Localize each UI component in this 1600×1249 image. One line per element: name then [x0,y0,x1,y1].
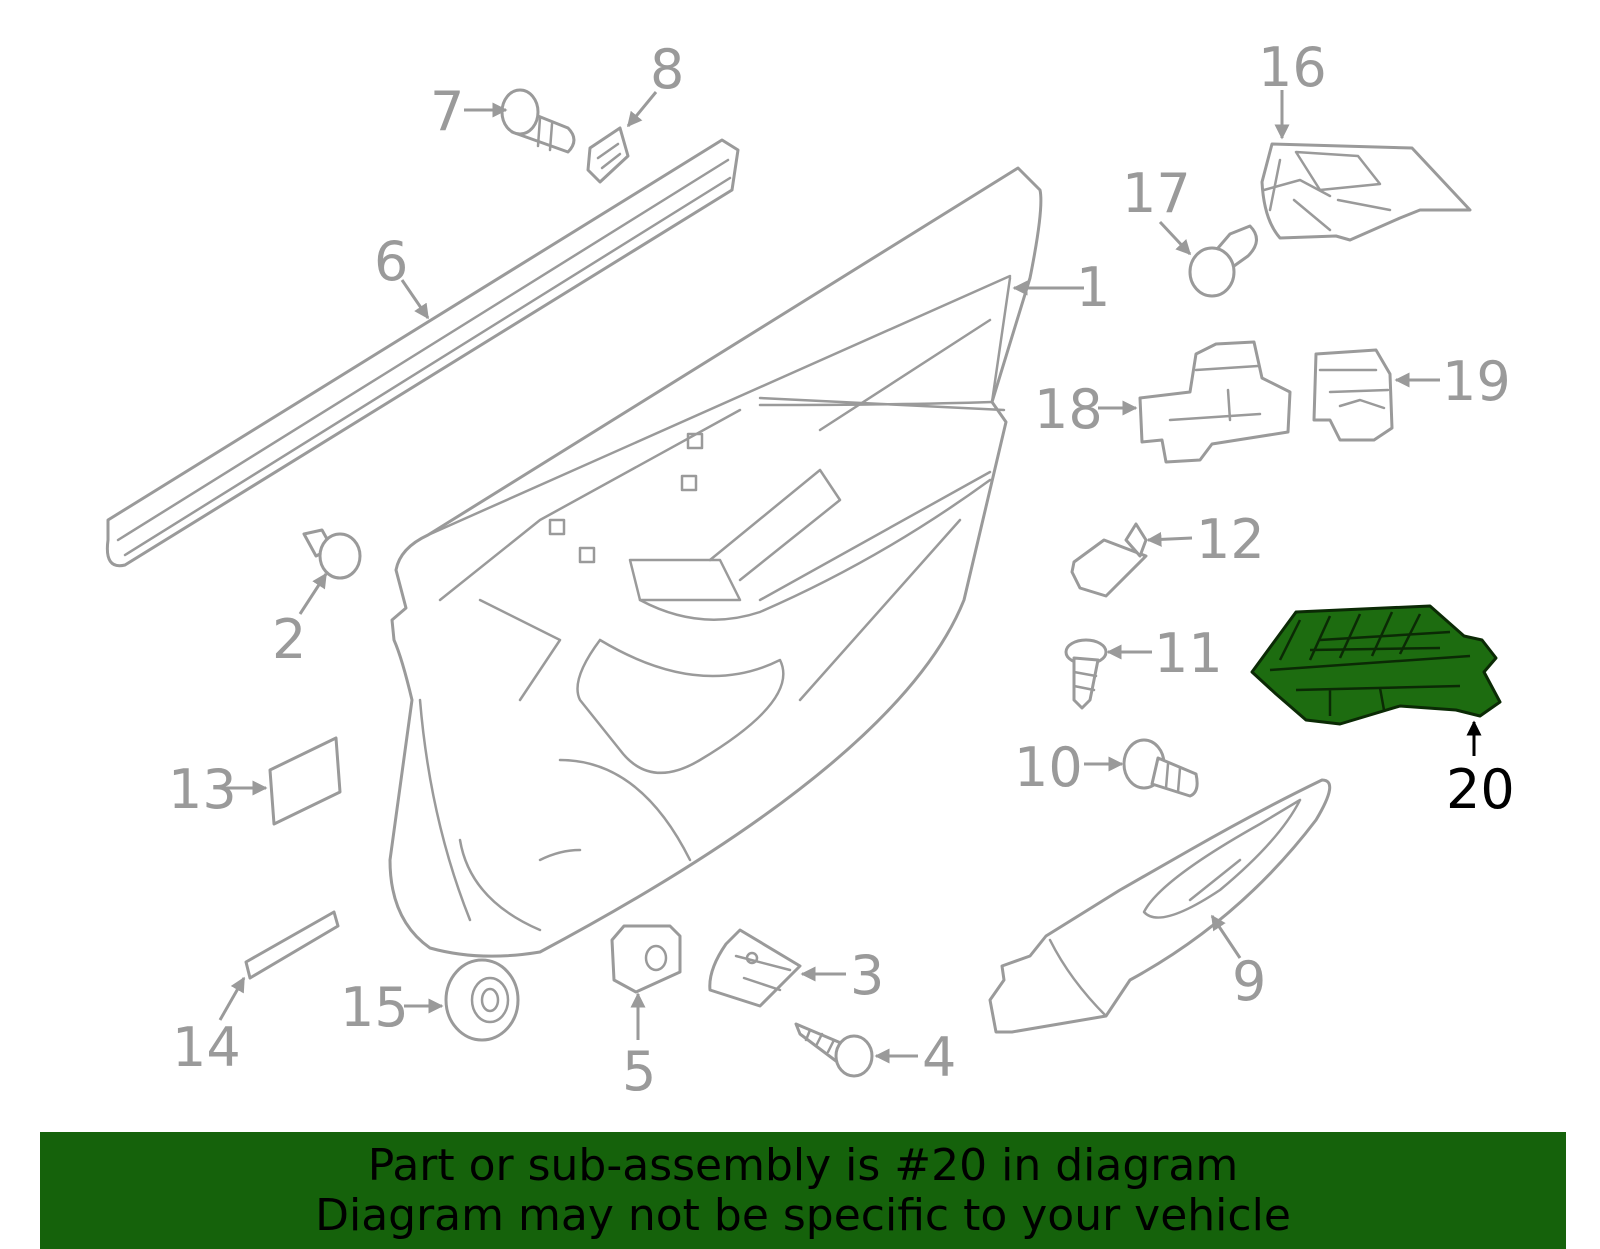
part-20-switch-assembly-highlighted [1250,604,1502,726]
banner-line-1: Part or sub-assembly is #20 in diagram [367,1139,1239,1191]
part-16-switch-bezel [1260,142,1472,242]
part-13-pad [268,736,342,826]
part-12-connector [1070,522,1148,598]
callout-19: 19 [1442,350,1511,413]
callout-17: 17 [1122,162,1191,225]
part-2-push-clip [302,528,362,580]
part-3-bracket [708,928,802,1008]
callout-16: 16 [1258,36,1327,99]
callout-4: 4 [922,1026,956,1089]
callout-10: 10 [1014,736,1083,799]
part-6-belt-molding [105,138,740,568]
part-5-retainer [610,924,682,994]
part-15-grommet [444,958,520,1042]
callout-11: 11 [1154,622,1223,685]
part-10-bolt [1122,738,1199,798]
part-18-switch [1138,340,1292,464]
callout-7: 7 [430,80,464,143]
callout-15: 15 [340,976,409,1039]
callout-12: 12 [1196,508,1265,571]
part-19-switch [1312,348,1394,442]
callout-2: 2 [272,608,306,671]
callout-6: 6 [374,230,408,293]
callout-18: 18 [1034,378,1103,441]
part-9-armrest-trim [988,778,1332,1034]
callout-3: 3 [850,944,884,1007]
callout-13: 13 [168,758,237,821]
callout-1: 1 [1076,256,1110,319]
notice-banner: Part or sub-assembly is #20 in diagram D… [40,1132,1566,1249]
callout-labels: 1 2 3 4 5 6 7 8 9 10 11 12 13 14 15 16 1… [168,36,1515,1103]
part-11-screw [1064,638,1108,710]
part-4-screw [794,1022,874,1078]
banner-background [40,1132,1566,1249]
banner-line-2: Diagram may not be specific to your vehi… [315,1189,1291,1241]
callout-20: 20 [1446,758,1515,821]
part-14-strip [244,910,340,980]
leader-lines [218,90,1482,1064]
callout-8: 8 [650,38,684,101]
part-17-screw [1188,224,1258,298]
part-7-bolt [500,88,576,154]
callout-9: 9 [1232,950,1266,1013]
part-8-clip [586,126,630,184]
part-1-door-trim-panel [388,166,1043,958]
callout-5: 5 [622,1040,656,1103]
callout-14: 14 [172,1016,241,1079]
